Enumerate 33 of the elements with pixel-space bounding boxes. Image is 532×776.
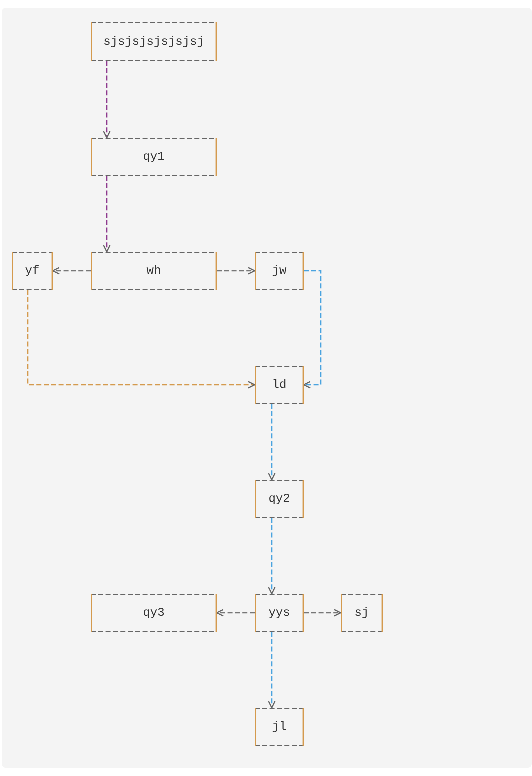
arrow (27, 290, 256, 389)
process-box (91, 594, 217, 632)
process-box (255, 594, 304, 632)
node-label: sj (354, 606, 370, 620)
node-label: sjsjsjsjsjsjsj (104, 34, 204, 48)
arrow (304, 609, 342, 617)
node-label: yys (268, 606, 290, 620)
process-box (255, 708, 304, 746)
node-label: wh (146, 264, 162, 278)
process-box (341, 594, 383, 632)
process-box (12, 252, 53, 290)
arrow (103, 176, 111, 253)
arrow (52, 267, 91, 275)
node-label: qy1 (143, 150, 165, 164)
process-box (255, 480, 304, 518)
process-box (91, 252, 217, 290)
process-box (255, 252, 304, 290)
node-label: jl (272, 720, 287, 734)
arrow (216, 609, 255, 617)
arrow (217, 267, 256, 275)
process-box (91, 138, 217, 176)
arrow (268, 518, 276, 595)
arrow (303, 270, 322, 389)
node-label: qy2 (268, 492, 290, 506)
arrow (268, 404, 276, 481)
arrow (268, 632, 276, 709)
process-box (91, 22, 217, 61)
node-label: qy3 (143, 606, 165, 620)
process-box (255, 366, 304, 404)
arrow (103, 61, 111, 139)
node-label: jw (272, 264, 287, 278)
node-label: ld (272, 378, 287, 392)
node-label: yf (25, 264, 40, 278)
